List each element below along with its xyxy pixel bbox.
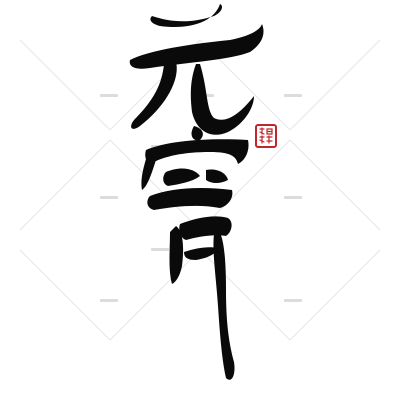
seal-glyphs — [259, 127, 273, 144]
seal-stamp — [255, 124, 277, 148]
